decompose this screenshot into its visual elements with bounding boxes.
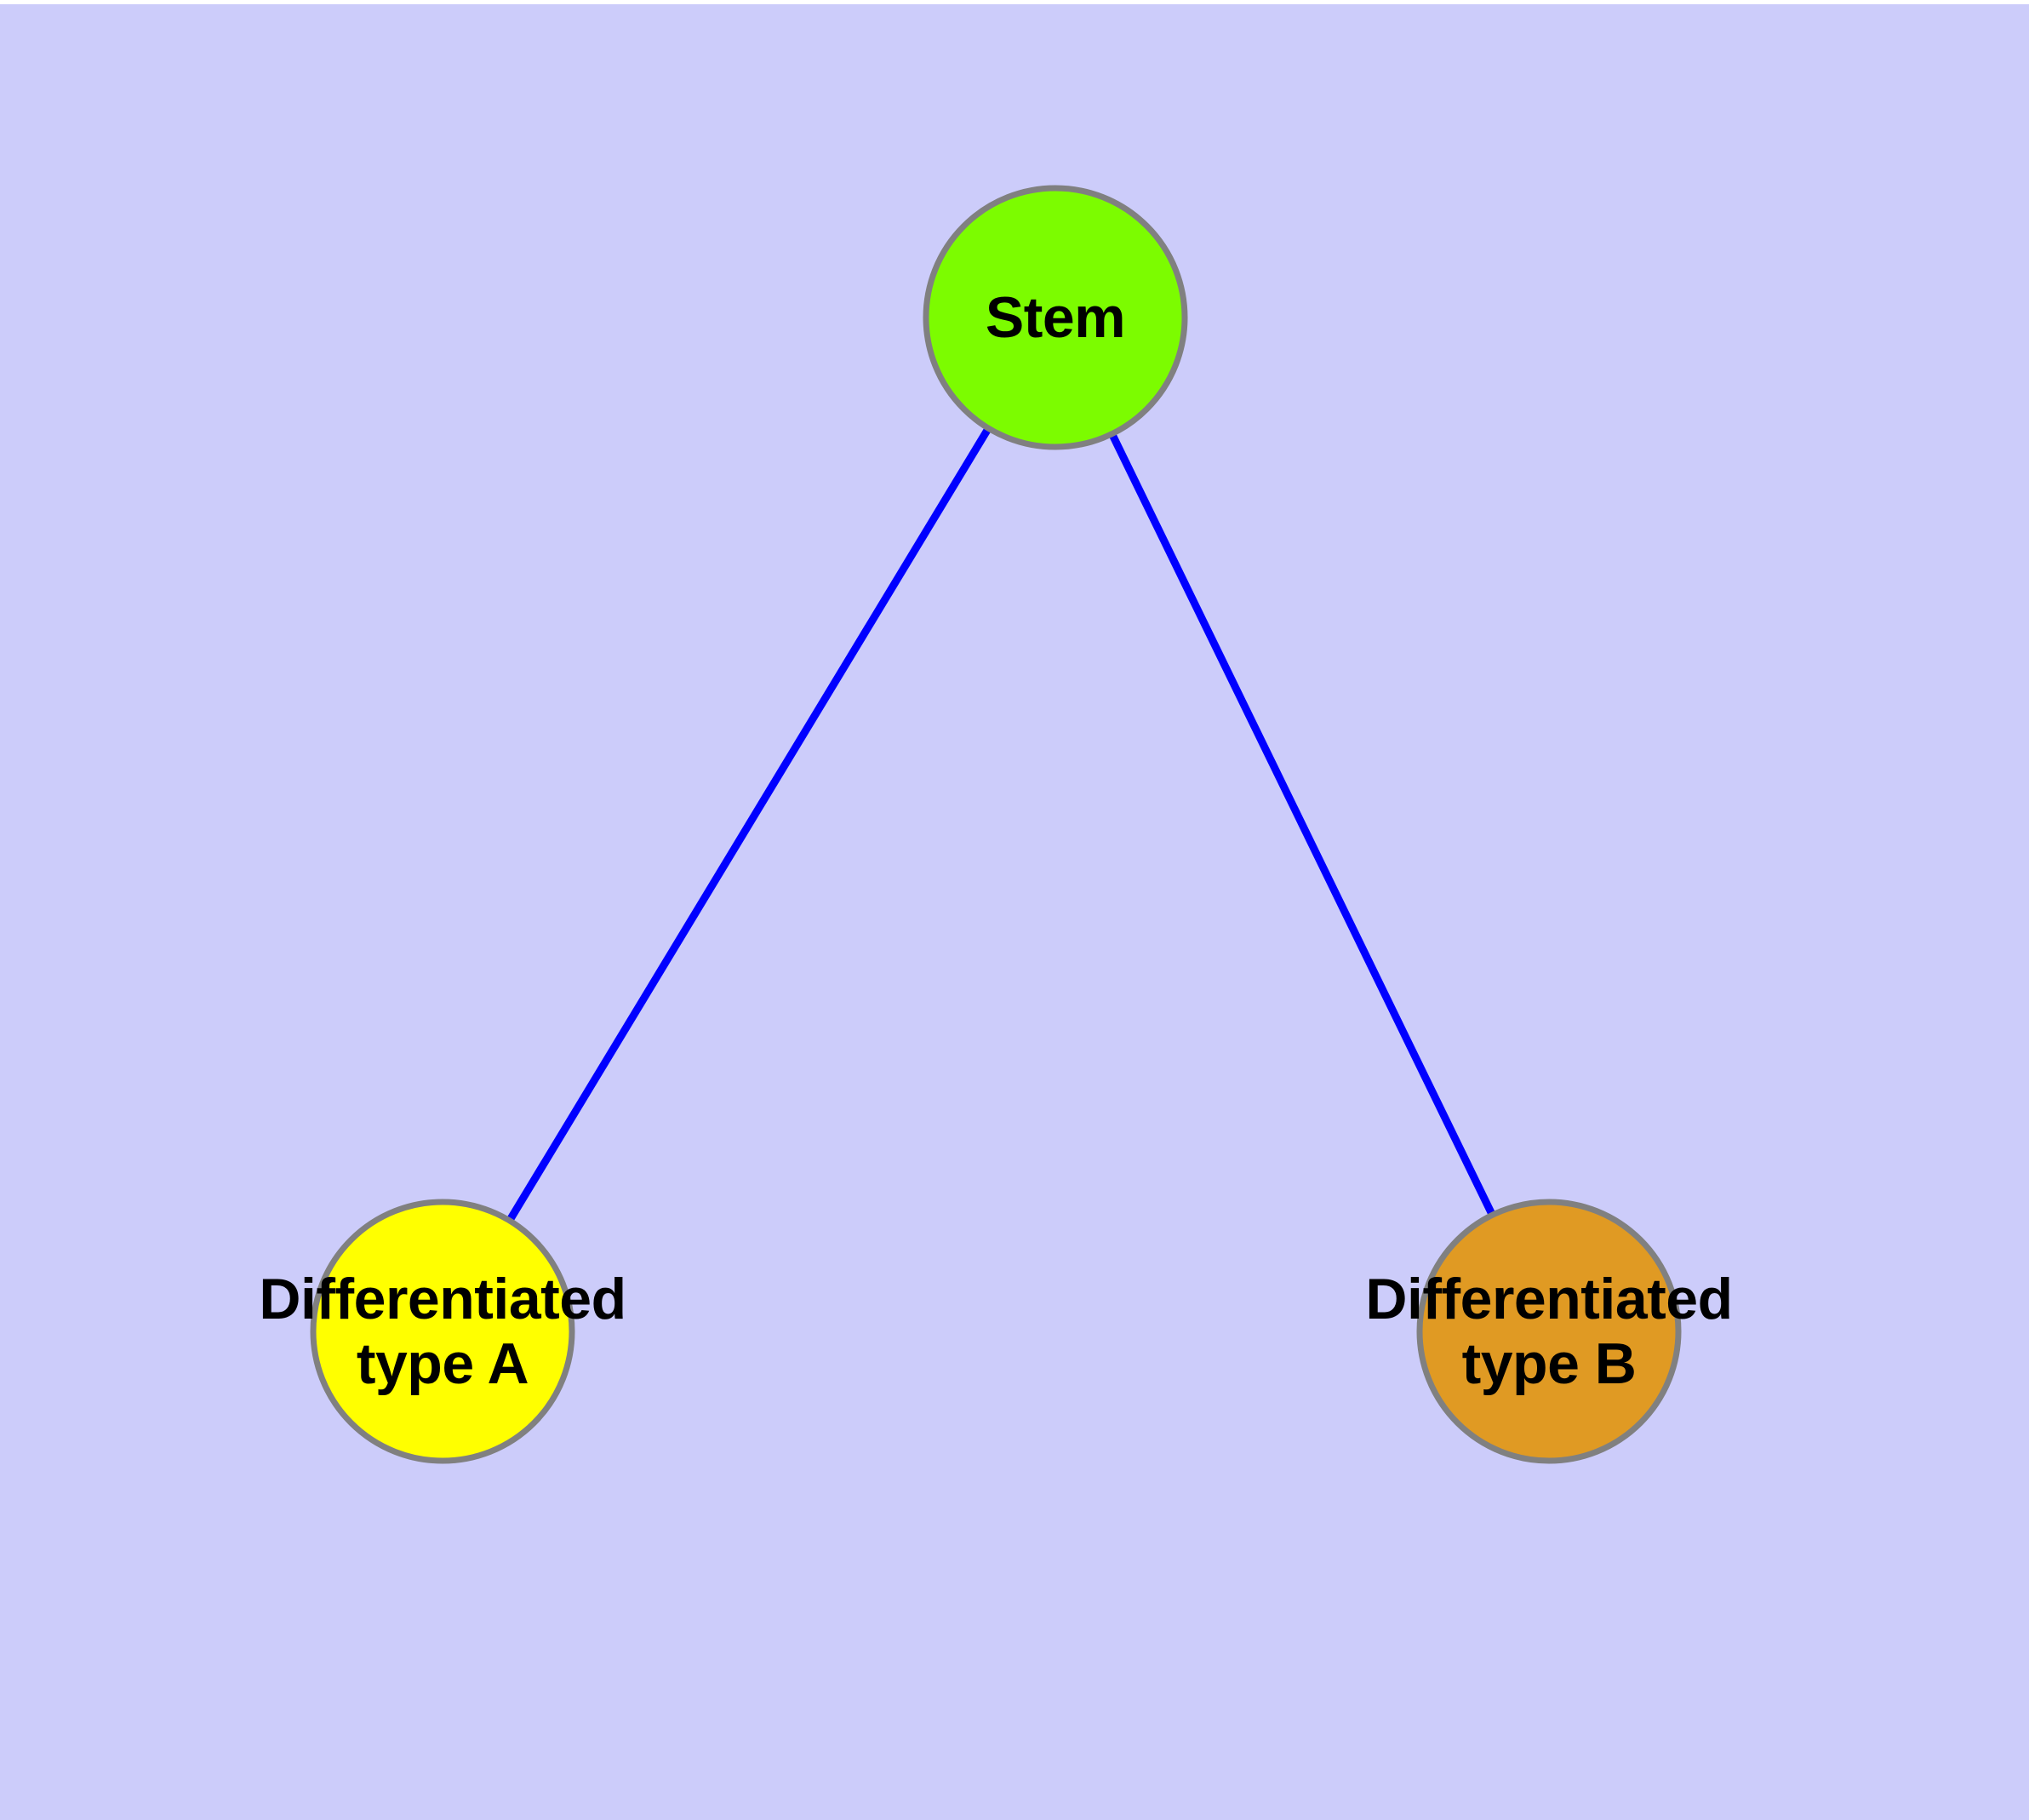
- graph-node-diff-a[interactable]: [310, 1199, 575, 1464]
- graph-edge-stem-to-diff-b: [1107, 430, 1497, 1219]
- edge-layer: [505, 425, 1497, 1224]
- graph-edge-stem-to-diff-a: [505, 425, 993, 1224]
- graph-node-diff-b[interactable]: [1416, 1199, 1682, 1464]
- graph-node-stem[interactable]: [923, 185, 1188, 450]
- node-layer: [310, 185, 1682, 1464]
